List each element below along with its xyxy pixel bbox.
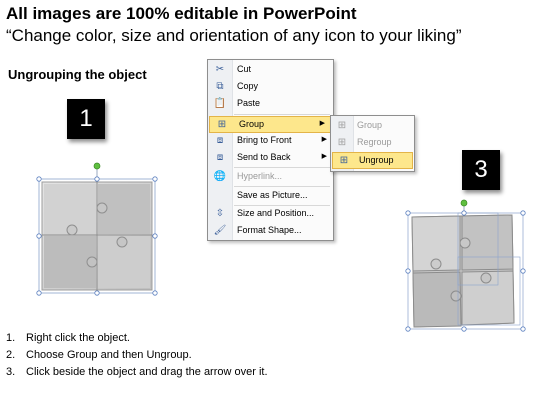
submenu-item-label: Ungroup <box>359 155 394 165</box>
ungroup-icon: ⊞ <box>339 155 349 166</box>
size-position-icon: ⇳ <box>215 208 225 219</box>
menu-item-label: Hyperlink... <box>237 171 283 181</box>
menu-item-group[interactable]: ⊞ Group ▶ <box>209 116 332 133</box>
menu-item-label: Copy <box>237 81 259 91</box>
hyperlink-icon: 🌐 <box>213 171 227 182</box>
submenu-item-ungroup[interactable]: ⊞ Ungroup <box>332 152 413 169</box>
instruction-list: 1.Right click the object. 2.Choose Group… <box>6 330 268 381</box>
section-heading: Ungrouping the object <box>8 67 147 82</box>
menu-item-format-shape[interactable]: 🖌 Format Shape... <box>208 223 333 239</box>
format-shape-icon: 🖌 <box>213 225 227 236</box>
rotate-handle[interactable] <box>93 162 101 170</box>
menu-item-label: Size and Position... <box>237 208 315 218</box>
send-to-back-icon: ⧈ <box>216 152 224 163</box>
menu-item-label: Group <box>239 119 265 129</box>
menu-item-label: Paste <box>237 98 261 108</box>
submenu-item-label: Regroup <box>357 137 392 147</box>
copy-icon: ⧉ <box>216 81 224 92</box>
regroup-icon: ⊞ <box>337 137 347 148</box>
menu-item-label: Cut <box>237 64 252 74</box>
rotate-handle[interactable] <box>460 199 468 207</box>
page-subtitle: “Change color, size and orientation of a… <box>6 26 462 45</box>
submenu-item-group[interactable]: ⊞ Group <box>331 118 414 134</box>
submenu-arrow-icon: ▶ <box>319 120 325 127</box>
menu-item-size-and-position[interactable]: ⇳ Size and Position... <box>208 206 333 222</box>
menu-item-paste[interactable]: 📋 Paste <box>208 96 333 112</box>
menu-item-bring-to-front[interactable]: ⧈ Bring to Front ▶ <box>208 133 333 149</box>
menu-item-label: Send to Back <box>237 152 291 162</box>
submenu-arrow-icon: ▶ <box>321 153 327 160</box>
step-3-badge: 3 <box>462 150 500 190</box>
menu-item-cut[interactable]: ✂ Cut <box>208 62 333 78</box>
group-icon: ⊞ <box>337 120 347 131</box>
puzzle-object-grouped[interactable] <box>30 160 165 300</box>
puzzle-object-ungrouped[interactable] <box>398 195 533 335</box>
scissors-icon: ✂ <box>215 64 225 75</box>
menu-item-copy[interactable]: ⧉ Copy <box>208 79 333 95</box>
submenu-item-label: Group <box>357 120 383 130</box>
paste-icon: 📋 <box>213 98 227 109</box>
context-menu: ✂ Cut ⧉ Copy 📋 Paste ⊞ Group ▶ ⧈ Bring t… <box>207 59 334 241</box>
group-icon: ⊞ <box>217 119 227 130</box>
menu-item-save-as-picture[interactable]: Save as Picture... <box>208 188 333 204</box>
submenu-arrow-icon: ▶ <box>321 136 327 143</box>
menu-item-label: Format Shape... <box>237 225 302 235</box>
page-title: All images are 100% editable in PowerPoi… <box>6 4 357 23</box>
submenu-item-regroup[interactable]: ⊞ Regroup <box>331 135 414 151</box>
instruction-item: 1.Right click the object. <box>6 332 130 344</box>
menu-item-label: Save as Picture... <box>237 190 308 200</box>
step-1-badge: 1 <box>67 99 105 139</box>
instruction-item: 2.Choose Group and then Ungroup. <box>6 349 192 361</box>
menu-item-hyperlink[interactable]: 🌐 Hyperlink... <box>208 169 333 185</box>
menu-item-send-to-back[interactable]: ⧈ Send to Back ▶ <box>208 150 333 166</box>
menu-item-label: Bring to Front <box>237 135 292 145</box>
group-submenu: ⊞ Group ⊞ Regroup ⊞ Ungroup <box>330 115 415 172</box>
bring-to-front-icon: ⧈ <box>216 135 224 146</box>
instruction-item: 3.Click beside the object and drag the a… <box>6 366 268 378</box>
